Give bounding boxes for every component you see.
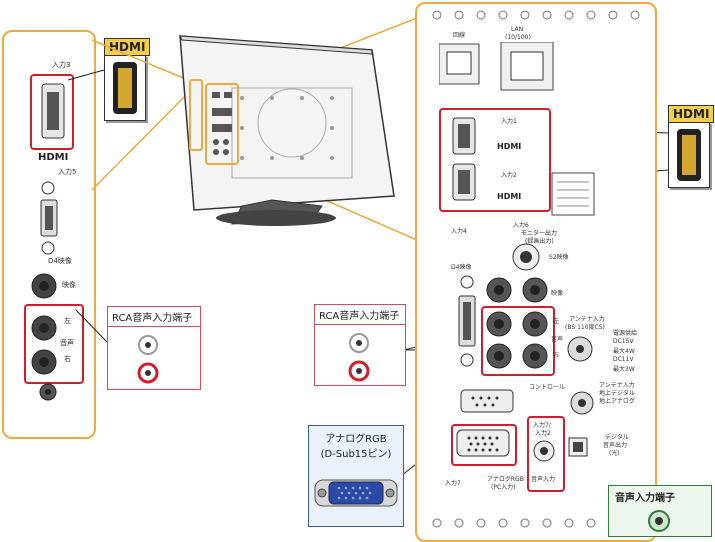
rca-jacks-grid-icon <box>486 277 548 369</box>
line-label: 回線 <box>453 32 466 39</box>
left-video-jack-icon <box>31 273 57 299</box>
hdmi-connector-left-icon <box>113 62 137 114</box>
left-input5-label: 入力5 <box>58 168 77 176</box>
max4w-label: 最大4W <box>613 348 635 355</box>
hdmi-callout-left <box>104 55 146 121</box>
s2-label: S2映像 <box>549 254 569 261</box>
right-hdmi-highlight <box>439 108 551 212</box>
video-label: 映像 <box>551 290 564 297</box>
audio-in-jack-icon <box>533 440 555 462</box>
lan-speed-label: (10/100) <box>505 34 531 41</box>
antenna-bs-connector-icon <box>567 336 593 362</box>
analog-rgb-port-icon <box>456 429 510 457</box>
antenna-bs-label: アンテナ入力 <box>569 316 605 323</box>
antenna-ground-connector-icon <box>570 391 594 415</box>
left-rca-highlight <box>24 304 84 384</box>
max3w-label: 最大3W <box>613 366 635 373</box>
left-d4-connector-icon <box>40 181 58 255</box>
input4-label: 入力4 <box>451 228 467 235</box>
optical-out-port-icon <box>568 437 588 457</box>
input2-2-label: 入力2 <box>535 430 551 437</box>
input2-label: 入力2 <box>501 172 517 179</box>
analog-rgb-label: アナログRGB <box>487 476 524 483</box>
s-video-jack-icon <box>512 243 540 271</box>
tv-rear-illustration <box>179 35 395 226</box>
power-label: 電源供給 <box>613 330 638 337</box>
dc15v-label: DC15V <box>613 338 634 345</box>
left-video-label: 映像 <box>62 281 76 289</box>
analog-rgb-subtitle: (D-Sub15ピン) <box>320 449 392 460</box>
input7-2-label: 入力7/ <box>533 422 551 429</box>
hdmi-connector-right-icon <box>677 129 701 181</box>
left-hdmi-port-icon <box>41 83 65 139</box>
hdmi-callout-right <box>668 122 710 188</box>
audio-in-title: 音声入力端子 <box>615 493 675 504</box>
vga-connector-icon <box>314 479 398 507</box>
rca-callout-left: RCA音声入力端子 <box>107 306 201 390</box>
input6-label: 入力6 <box>513 222 529 229</box>
audio-left-label: 左 <box>553 318 560 325</box>
right-rca-highlight <box>481 306 555 376</box>
monitor-out-label: モニター出力 <box>521 230 558 237</box>
network-ports-icon <box>439 42 554 91</box>
audio-in-callout: 音声入力端子 <box>608 485 712 537</box>
audio-label: 音声 <box>551 336 564 343</box>
antenna-ground-label: アンテナ入力 <box>599 382 635 389</box>
analog-rgb-title: アナログRGB <box>325 434 387 445</box>
audio-mini-jack-icon <box>648 510 670 532</box>
left-audio-jacks-icon <box>31 315 57 375</box>
lan-label: LAN <box>511 26 524 33</box>
control-port-icon <box>460 389 514 413</box>
digital-out2-label: 音声出力 <box>603 442 628 449</box>
left-audio-right-label: 右 <box>64 355 71 363</box>
monitor-out2-label: (録画出力) <box>525 238 554 245</box>
antenna-ground2-label: 地上デジタル <box>599 390 635 397</box>
rca-title-right: RCA音声入力端子 <box>315 305 405 325</box>
d4-label: D4映像 <box>451 264 472 271</box>
notice-box-icon <box>551 172 595 216</box>
left-headphone-jack-icon <box>39 383 57 401</box>
input1-label: 入力1 <box>501 118 517 125</box>
d4-connector-icon <box>458 275 476 367</box>
hdmi-tag-right: HDMI <box>668 105 715 123</box>
vent-bottom-icon <box>432 518 596 528</box>
right-rear-panel: 回線 LAN (10/100) 入力1 HDMI 入力2 HDMI 入力4 入力… <box>415 2 657 542</box>
rca-jacks-right-icon <box>348 333 370 382</box>
left-hdmi-highlight <box>30 74 74 150</box>
analog-rgb2-label: (PC入力) <box>491 484 516 491</box>
left-d4-label: D4映像 <box>48 257 72 265</box>
input7-label: 入力7 <box>445 480 461 487</box>
audio-in-panel-label: 音声入力 <box>531 476 556 483</box>
rca-callout-right: RCA音声入力端子 <box>314 304 406 386</box>
rca-title-left: RCA音声入力端子 <box>108 307 200 327</box>
control-label: コントロール <box>529 384 566 391</box>
right-hdmi-ports-icon <box>452 117 476 201</box>
hdmi1-logo: HDMI <box>497 142 522 151</box>
analog-rgb-callout: アナログRGB (D-Sub15ピン) <box>308 425 404 527</box>
antenna-ground3-label: 地上アナログ <box>599 398 635 405</box>
left-input3-label: 入力3 <box>52 61 71 69</box>
left-hdmi-logo: HDMI <box>38 152 69 163</box>
antenna-bs2-label: (BS·110度CS) <box>565 324 605 331</box>
left-side-panel: 入力3 HDMI 入力5 D4映像 映像 左 音声 右 <box>2 30 96 439</box>
rca-jacks-left-icon <box>137 335 159 384</box>
left-audio-left-label: 左 <box>64 317 71 325</box>
digital-out3-label: (光) <box>609 450 620 457</box>
vent-top-icon <box>432 10 640 20</box>
right-rgb-highlight <box>451 424 517 466</box>
audio-right-label: 右 <box>553 352 560 359</box>
digital-out-label: デジタル <box>605 434 629 441</box>
dc11v-label: DC11V <box>613 356 634 363</box>
left-audio-label: 音声 <box>60 339 74 347</box>
hdmi2-logo: HDMI <box>497 192 522 201</box>
right-audio-in-highlight <box>527 416 565 492</box>
